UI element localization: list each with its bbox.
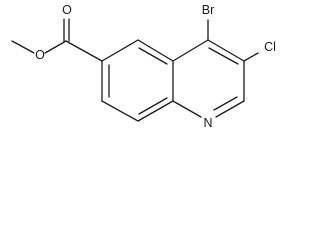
bond-c4-c3-inner xyxy=(208,47,239,65)
bond-ester-oxygen-carbon xyxy=(44,40,67,54)
bond-c4-c3 xyxy=(207,39,245,62)
atom-carbonyl-oxygen-label: O xyxy=(62,3,72,17)
bond-c5-c4a xyxy=(137,39,174,62)
bond-c8-c7 xyxy=(101,100,139,122)
bond-c2-n1-inner xyxy=(213,96,238,111)
bond-n1-c8a xyxy=(172,100,202,118)
molecule-diagram: Br Cl N O O xyxy=(11,3,276,130)
bond-c5-c4a-inner xyxy=(138,47,168,65)
atom-chlorine-label: Cl xyxy=(264,40,276,54)
structure-canvas: Br Cl N O O xyxy=(11,3,276,130)
bond-c6-c5 xyxy=(101,39,139,62)
atom-bromine-label: Br xyxy=(202,3,215,17)
bond-c4a-c4 xyxy=(172,39,209,62)
bond-c2-n1 xyxy=(215,100,245,118)
bond-methyl-oxygen xyxy=(11,40,35,54)
atom-nitrogen-label: N xyxy=(203,116,212,130)
bond-c3-chlorine xyxy=(243,52,259,62)
atom-ester-oxygen-label: O xyxy=(35,48,45,62)
bond-c8a-c8-inner xyxy=(138,97,168,115)
bond-carbonyl-ring xyxy=(65,40,103,62)
bond-c8a-c8 xyxy=(137,100,174,122)
